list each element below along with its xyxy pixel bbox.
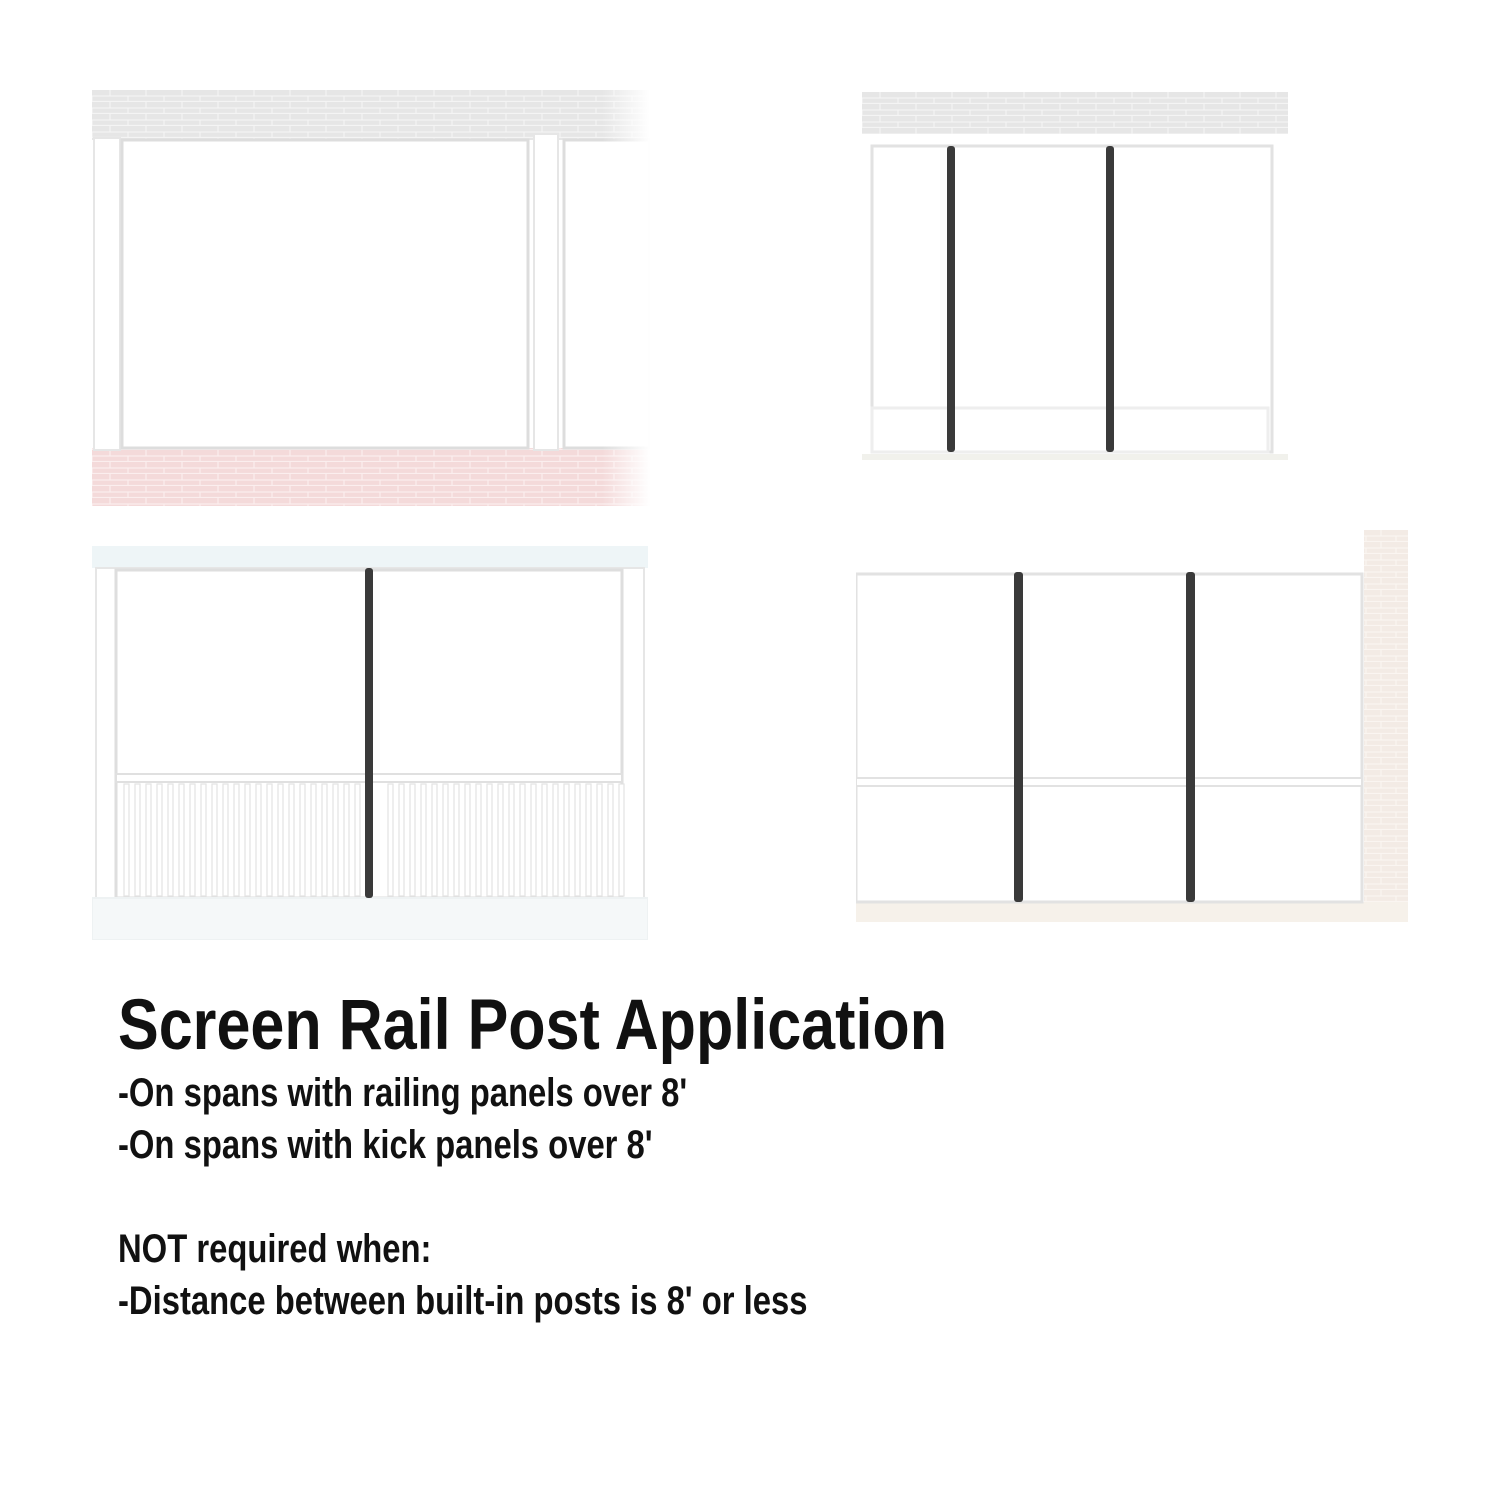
railing-baluster <box>145 783 152 897</box>
requirement-1: -On spans with railing panels over 8' <box>118 1071 688 1115</box>
railing-baluster <box>398 783 405 897</box>
page-title: Screen Rail Post Application <box>118 986 948 1065</box>
railing-baluster <box>508 783 515 897</box>
screen-rail-post <box>1014 572 1023 902</box>
railing-baluster <box>497 783 504 897</box>
railing-baluster <box>585 783 592 897</box>
screen-rail-post <box>365 568 373 898</box>
railing-baluster <box>409 783 416 897</box>
railing-baluster <box>211 783 218 897</box>
railing-baluster <box>354 783 361 897</box>
railing-baluster <box>519 783 526 897</box>
railing-baluster <box>464 783 471 897</box>
railing-baluster <box>563 783 570 897</box>
railing-baluster <box>453 783 460 897</box>
railing-baluster <box>310 783 317 897</box>
kick-panel-rail <box>856 777 1363 787</box>
brick-header <box>862 92 1288 134</box>
brick-base <box>92 448 650 506</box>
railing-baluster <box>530 783 537 897</box>
screen-opening <box>120 138 530 450</box>
railing-baluster <box>420 783 427 897</box>
railing-baluster <box>167 783 174 897</box>
railing-baluster <box>189 783 196 897</box>
railing-baluster <box>233 783 240 897</box>
railing-baluster <box>618 783 625 897</box>
header-beam <box>92 546 648 568</box>
railing-baluster <box>332 783 339 897</box>
illustration-two-posts-top <box>862 92 1288 464</box>
text-block: Screen Rail Post Application -On spans w… <box>118 985 1378 1327</box>
illustration-no-posts <box>92 90 650 506</box>
railing-baluster <box>288 783 295 897</box>
railing-baluster <box>266 783 273 897</box>
railing-baluster <box>607 783 614 897</box>
railing-baluster <box>475 783 482 897</box>
illustration-railing-panel <box>92 546 648 940</box>
railing-baluster <box>178 783 185 897</box>
exception-heading: NOT required when: <box>118 1227 432 1271</box>
requirement-2: -On spans with kick panels over 8' <box>118 1123 653 1167</box>
railing-baluster <box>255 783 262 897</box>
railing-baluster <box>387 783 394 897</box>
railing-baluster <box>431 783 438 897</box>
railing-baluster <box>299 783 306 897</box>
brick-wall <box>1364 530 1408 922</box>
railing-baluster <box>574 783 581 897</box>
railing-baluster <box>321 783 328 897</box>
railing-baluster <box>442 783 449 897</box>
exception-1: -Distance between built-in posts is 8' o… <box>118 1279 808 1323</box>
screen-rail-post <box>947 146 955 452</box>
railing-baluster <box>486 783 493 897</box>
railing-baluster <box>244 783 251 897</box>
railing-balusters <box>123 783 625 897</box>
railing-baluster <box>541 783 548 897</box>
railing-baluster <box>552 783 559 897</box>
railing-baluster <box>222 783 229 897</box>
railing-baluster <box>277 783 284 897</box>
railing-baluster <box>134 783 141 897</box>
brick-header <box>92 90 650 140</box>
railing-baluster <box>596 783 603 897</box>
screen-rail-post <box>1186 572 1195 902</box>
illustration-kick-panel <box>856 530 1408 922</box>
screen-rail-post <box>1106 146 1114 452</box>
railing-baluster <box>156 783 163 897</box>
railing-baluster <box>123 783 130 897</box>
railing-baluster <box>343 783 350 897</box>
railing-baluster <box>200 783 207 897</box>
